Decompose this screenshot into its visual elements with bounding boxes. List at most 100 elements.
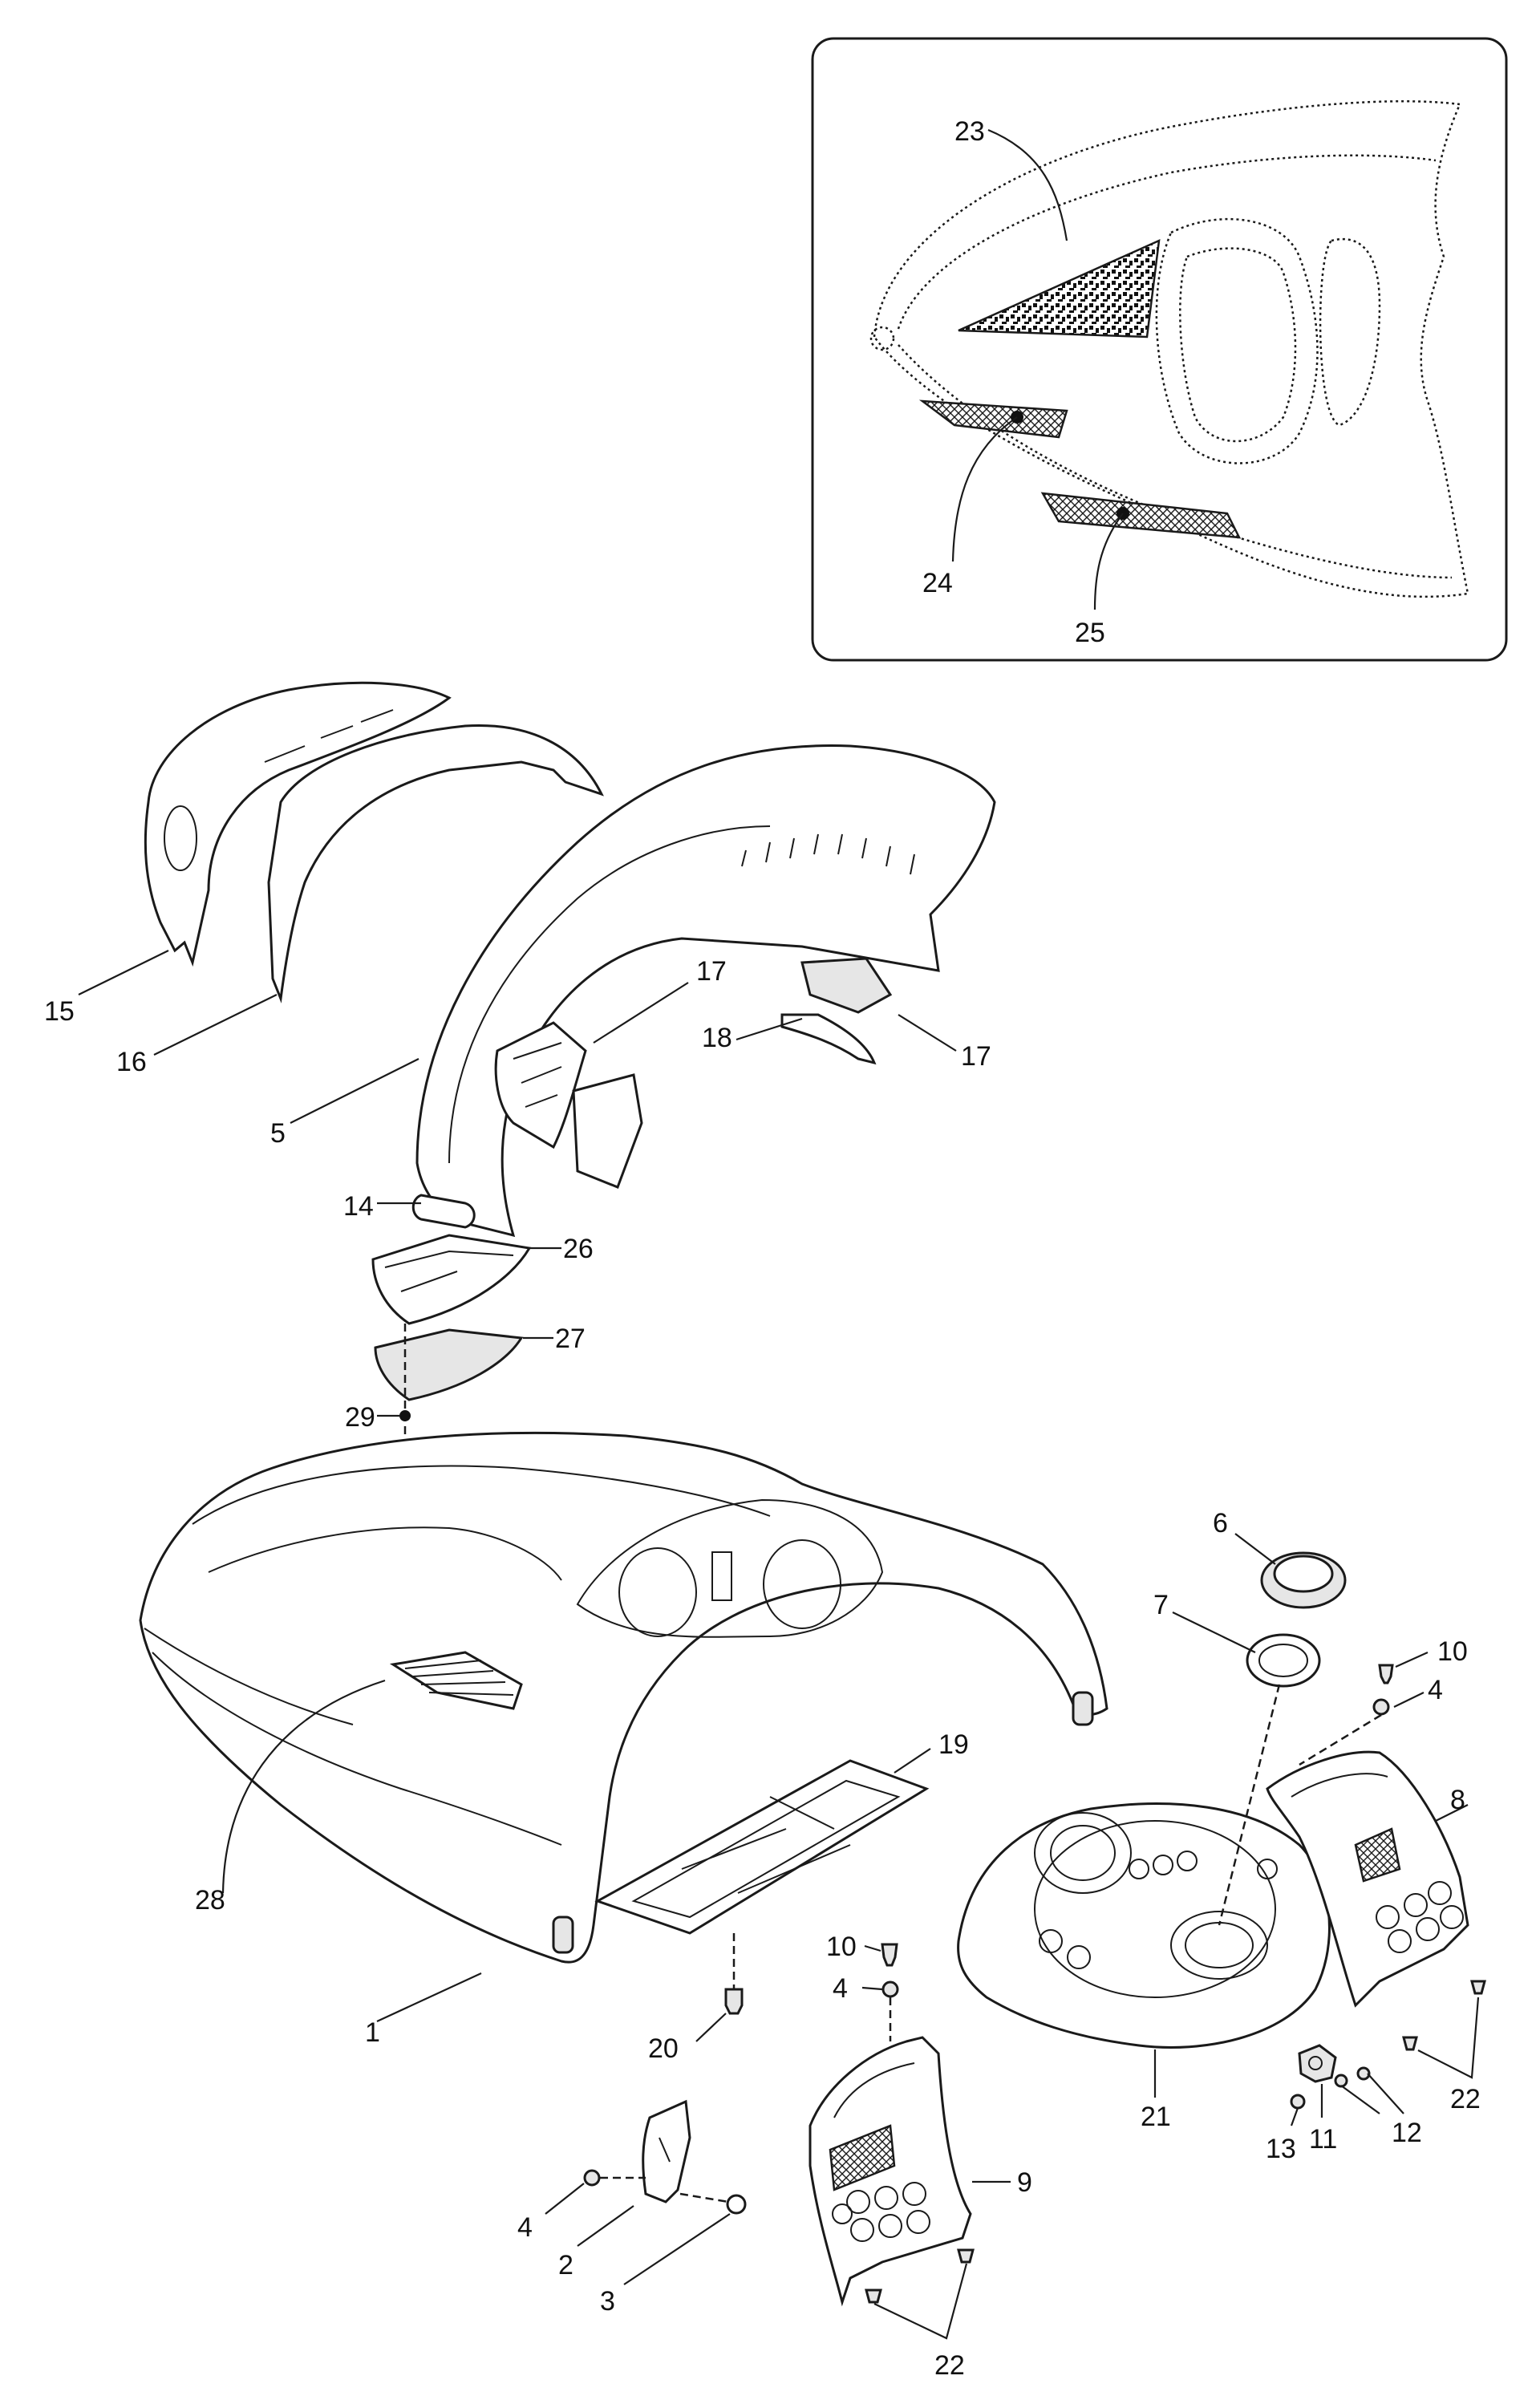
- part-21-upper-ring-inner: [1050, 1825, 1116, 1881]
- callout-10-b: 10: [1437, 1636, 1468, 1667]
- part-1-gauge-pod: [576, 1498, 884, 1638]
- part-21-main-bezel: [1170, 1911, 1268, 1980]
- part-9-inner: [833, 2062, 915, 2118]
- callout-3: 3: [600, 2286, 615, 2317]
- leader-8: [1435, 1804, 1469, 1822]
- callout-10-a: 10: [826, 1932, 857, 1962]
- part-22-clip-c: [1402, 2036, 1418, 2051]
- part-4-washer-c: [1372, 1698, 1390, 1716]
- part-20-screw: [724, 1988, 744, 2015]
- decal-23: [958, 238, 1161, 339]
- part-5: [415, 744, 996, 1238]
- part-18-trim: [572, 1073, 643, 1189]
- part-22-clip-a: [865, 2289, 882, 2304]
- part-5-inner: [448, 825, 771, 1164]
- callout-4-a: 4: [517, 2212, 533, 2243]
- part-19-ribs: [681, 1796, 851, 1894]
- leader-16: [153, 994, 278, 1056]
- leader-20: [695, 2013, 727, 2042]
- leader-4a: [545, 2183, 585, 2215]
- part-1: [139, 1431, 1108, 1964]
- part-1-side: [152, 1652, 562, 1846]
- callout-4-b: 4: [833, 1973, 848, 2004]
- leader-4b: [861, 1986, 883, 1991]
- part-3-nut: [726, 2194, 747, 2215]
- leader-15: [78, 950, 169, 995]
- part-7-gasket: [1246, 1633, 1321, 1688]
- leader-19: [894, 1748, 931, 1774]
- part-1-right-clip: [1072, 1691, 1094, 1726]
- callout-7: 7: [1153, 1590, 1169, 1620]
- leader-5: [290, 1058, 419, 1124]
- part-26: [371, 1234, 532, 1325]
- part-22-clip-b: [957, 2248, 975, 2264]
- part-12-nut-b: [1356, 2066, 1371, 2081]
- part-15-slots: [264, 709, 394, 763]
- inset-view: 23 24 25: [811, 37, 1508, 662]
- part-2-bracket: [642, 2099, 691, 2203]
- callout-1: 1: [365, 2017, 380, 2048]
- part-9: [808, 2036, 972, 2307]
- part-21-center-panel: [1034, 1820, 1276, 1998]
- leader-23: [987, 128, 1068, 241]
- part-11-switch: [1298, 2044, 1337, 2083]
- part-22-clip-d: [1470, 1980, 1486, 1995]
- main-hood-assembly: 1 28: [139, 1431, 1108, 2048]
- assembly-line-6-7: [1218, 1684, 1281, 1926]
- part-17-left-detail: [513, 1042, 562, 1108]
- part-9-grille: [829, 2124, 896, 2191]
- inset-hood-inner: [897, 154, 1437, 330]
- part-21-upper-ring: [1034, 1812, 1132, 1894]
- console-assembly: 6 7 21: [957, 1508, 1347, 2132]
- part-15: [144, 681, 452, 967]
- part-7-gasket-inner: [1258, 1644, 1308, 1677]
- callout-14: 14: [343, 1191, 374, 1222]
- part-5-vents: [741, 833, 915, 875]
- part-13-washer: [1290, 2094, 1306, 2110]
- leader-10b: [1395, 1651, 1429, 1668]
- part-17-left: [494, 1021, 587, 1149]
- part-11-switch-hole: [1308, 2056, 1323, 2070]
- part-10-screw-a: [881, 1943, 898, 1967]
- callout-28: 28: [195, 1885, 225, 1916]
- leader-6: [1234, 1533, 1276, 1565]
- callout-8: 8: [1450, 1785, 1465, 1815]
- upper-assembly: 15 16 5 14 17 17 18: [44, 681, 996, 1238]
- part-28-slats: [404, 1660, 514, 1696]
- leader-25: [1093, 513, 1124, 610]
- callout-13: 13: [1266, 2134, 1296, 2164]
- callout-17-right: 17: [961, 1041, 991, 1072]
- part-6-ring-inner: [1273, 1555, 1334, 1593]
- callout-4-c: 4: [1428, 1675, 1443, 1705]
- leader-10a: [864, 1944, 881, 1952]
- leader-1: [376, 1972, 482, 2022]
- assembly-line-3: [679, 2192, 729, 2203]
- callout-9: 9: [1017, 2167, 1032, 2198]
- leader-2: [577, 2205, 634, 2247]
- part-18: [780, 1013, 877, 1065]
- inset-frame: [811, 37, 1508, 662]
- part-1-side-2: [144, 1628, 354, 1725]
- part-10-screw-b: [1378, 1664, 1394, 1684]
- callout-12: 12: [1392, 2118, 1422, 2148]
- callout-22-b: 22: [1450, 2084, 1481, 2114]
- callout-18: 18: [702, 1023, 732, 1053]
- callout-15: 15: [44, 996, 75, 1027]
- part-2-slot: [659, 2137, 671, 2163]
- leader-12: [1367, 2073, 1404, 2114]
- callout-23: 23: [954, 116, 985, 147]
- part-1-gauge-left: [618, 1547, 697, 1637]
- leader-28: [221, 1679, 386, 1894]
- part-1-tail-clip: [552, 1916, 574, 1954]
- leader-4c: [1393, 1692, 1424, 1708]
- part-1-ridge-2: [208, 1526, 562, 1581]
- callout-26: 26: [563, 1234, 594, 1264]
- leader-12b: [1340, 2085, 1380, 2114]
- part-8-inner: [1291, 1773, 1388, 1798]
- assembly-line-10b: [1299, 1713, 1382, 1766]
- callout-22-a: 22: [934, 2350, 965, 2381]
- callout-19: 19: [938, 1729, 969, 1760]
- part-19: [594, 1759, 930, 1935]
- part-1-ridge: [192, 1465, 771, 1525]
